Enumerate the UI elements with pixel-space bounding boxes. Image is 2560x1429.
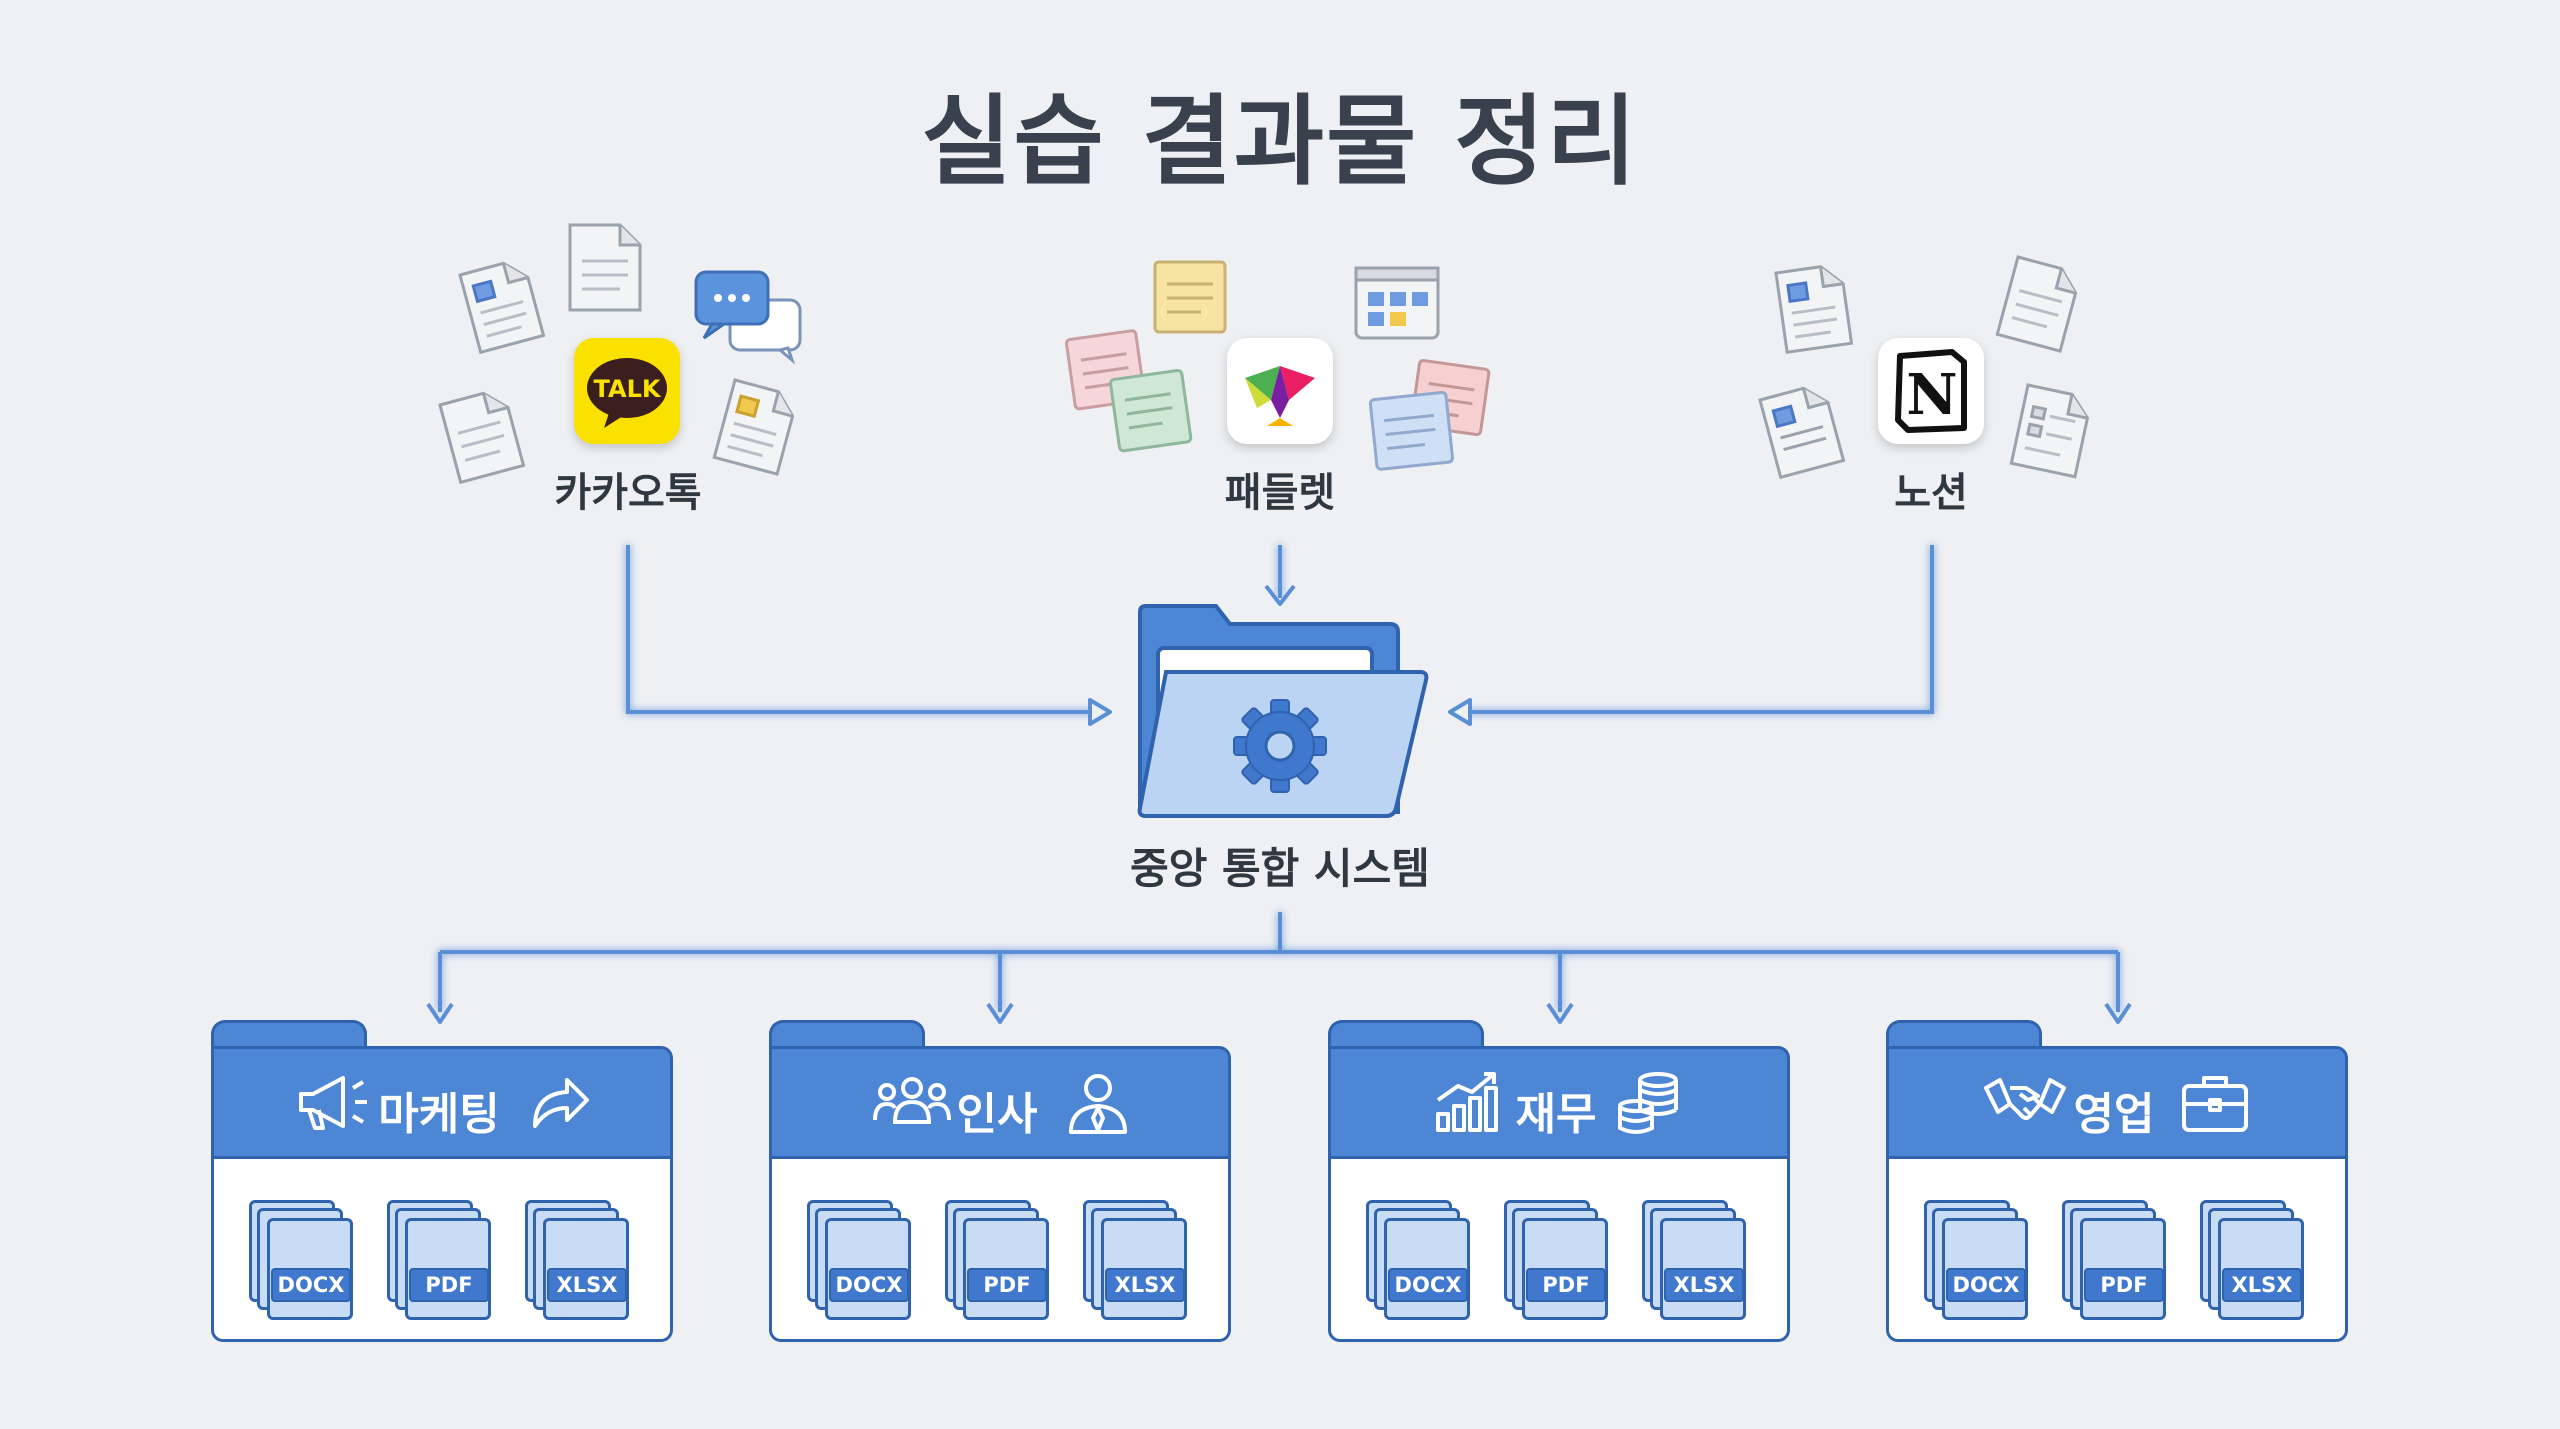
file-pdf[interactable]: PDF xyxy=(387,1200,497,1320)
file-docx[interactable]: DOCX xyxy=(249,1200,359,1320)
file-pdf[interactable]: PDF xyxy=(945,1200,1055,1320)
center-label: 중앙 통합 시스템 xyxy=(1130,844,1430,893)
notion-logo-text: N xyxy=(1906,362,1957,428)
file-type-badge: XLSX xyxy=(1664,1268,1744,1302)
padlet-notes xyxy=(1065,260,1491,471)
dept-name-hr: 인사 xyxy=(956,1089,1038,1140)
kakaotalk-app-icon: TALK xyxy=(574,338,680,444)
file-pdf[interactable]: PDF xyxy=(2062,1200,2172,1320)
megaphone-icon xyxy=(299,1076,367,1130)
dept-folder-hr[interactable]: 인사 DOCX PDF XLSX xyxy=(769,1020,1231,1342)
dept-folder-sales[interactable]: 영업 DOCX PDF XLSX xyxy=(1886,1020,2348,1342)
share-arrow-icon xyxy=(533,1078,589,1128)
notion-documents xyxy=(1758,255,2090,480)
people-group-icon xyxy=(873,1077,951,1124)
file-type-badge: DOCX xyxy=(271,1268,351,1302)
page-title: 실습 결과물 정리 xyxy=(921,85,1639,199)
file-docx[interactable]: DOCX xyxy=(1924,1200,2034,1320)
connector-kakao xyxy=(626,545,1098,714)
file-type-badge: DOCX xyxy=(1946,1268,2026,1302)
briefcase-icon xyxy=(2182,1076,2248,1132)
file-type-badge: DOCX xyxy=(1388,1268,1468,1302)
kakao-talk-text: TALK xyxy=(594,375,662,403)
arrow-padlet xyxy=(1264,584,1296,606)
arrow-kakao xyxy=(1088,698,1112,726)
dept-folder-marketing[interactable]: 마케팅 DOCX PDF XLSX xyxy=(211,1020,673,1342)
file-type-badge: PDF xyxy=(967,1268,1047,1302)
gear-icon xyxy=(1233,699,1327,793)
file-type-badge: XLSX xyxy=(547,1268,627,1302)
person-tie-icon xyxy=(1069,1074,1127,1134)
dept-name-finance: 재무 xyxy=(1515,1089,1597,1140)
dept-name-marketing: 마케팅 xyxy=(378,1089,500,1140)
file-type-badge: PDF xyxy=(2084,1268,2164,1302)
file-xlsx[interactable]: XLSX xyxy=(1083,1200,1193,1320)
kakao-documents xyxy=(438,223,802,485)
dept-folder-finance[interactable]: 재무 DOCX PDF XLSX xyxy=(1328,1020,1790,1342)
file-docx[interactable]: DOCX xyxy=(807,1200,917,1320)
file-docx[interactable]: DOCX xyxy=(1366,1200,1476,1320)
notion-app-icon: N xyxy=(1878,338,1984,444)
file-xlsx[interactable]: XLSX xyxy=(2200,1200,2310,1320)
chat-bubbles-icon xyxy=(694,270,802,365)
arrow-notion xyxy=(1448,698,1472,726)
file-type-badge: PDF xyxy=(409,1268,489,1302)
padlet-bird-icon xyxy=(1245,366,1315,426)
file-type-badge: PDF xyxy=(1526,1268,1606,1302)
connector-departments xyxy=(438,912,2120,1012)
file-xlsx[interactable]: XLSX xyxy=(1642,1200,1752,1320)
file-type-badge: XLSX xyxy=(1105,1268,1185,1302)
file-xlsx[interactable]: XLSX xyxy=(525,1200,635,1320)
coin-stack-icon xyxy=(1618,1072,1678,1134)
padlet-app-icon xyxy=(1227,338,1333,444)
handshake-icon xyxy=(1984,1078,2066,1120)
connector-notion xyxy=(1462,545,1934,714)
source-label-kakaotalk: 카카오톡 xyxy=(554,470,702,516)
file-type-badge: XLSX xyxy=(2222,1268,2302,1302)
dept-name-sales: 영업 xyxy=(2073,1089,2155,1140)
file-pdf[interactable]: PDF xyxy=(1504,1200,1614,1320)
source-label-padlet: 패들렛 xyxy=(1224,470,1336,516)
source-label-notion: 노션 xyxy=(1894,470,1968,516)
growth-chart-icon xyxy=(1436,1072,1498,1132)
central-folder-icon xyxy=(1137,604,1429,818)
file-type-badge: DOCX xyxy=(829,1268,909,1302)
